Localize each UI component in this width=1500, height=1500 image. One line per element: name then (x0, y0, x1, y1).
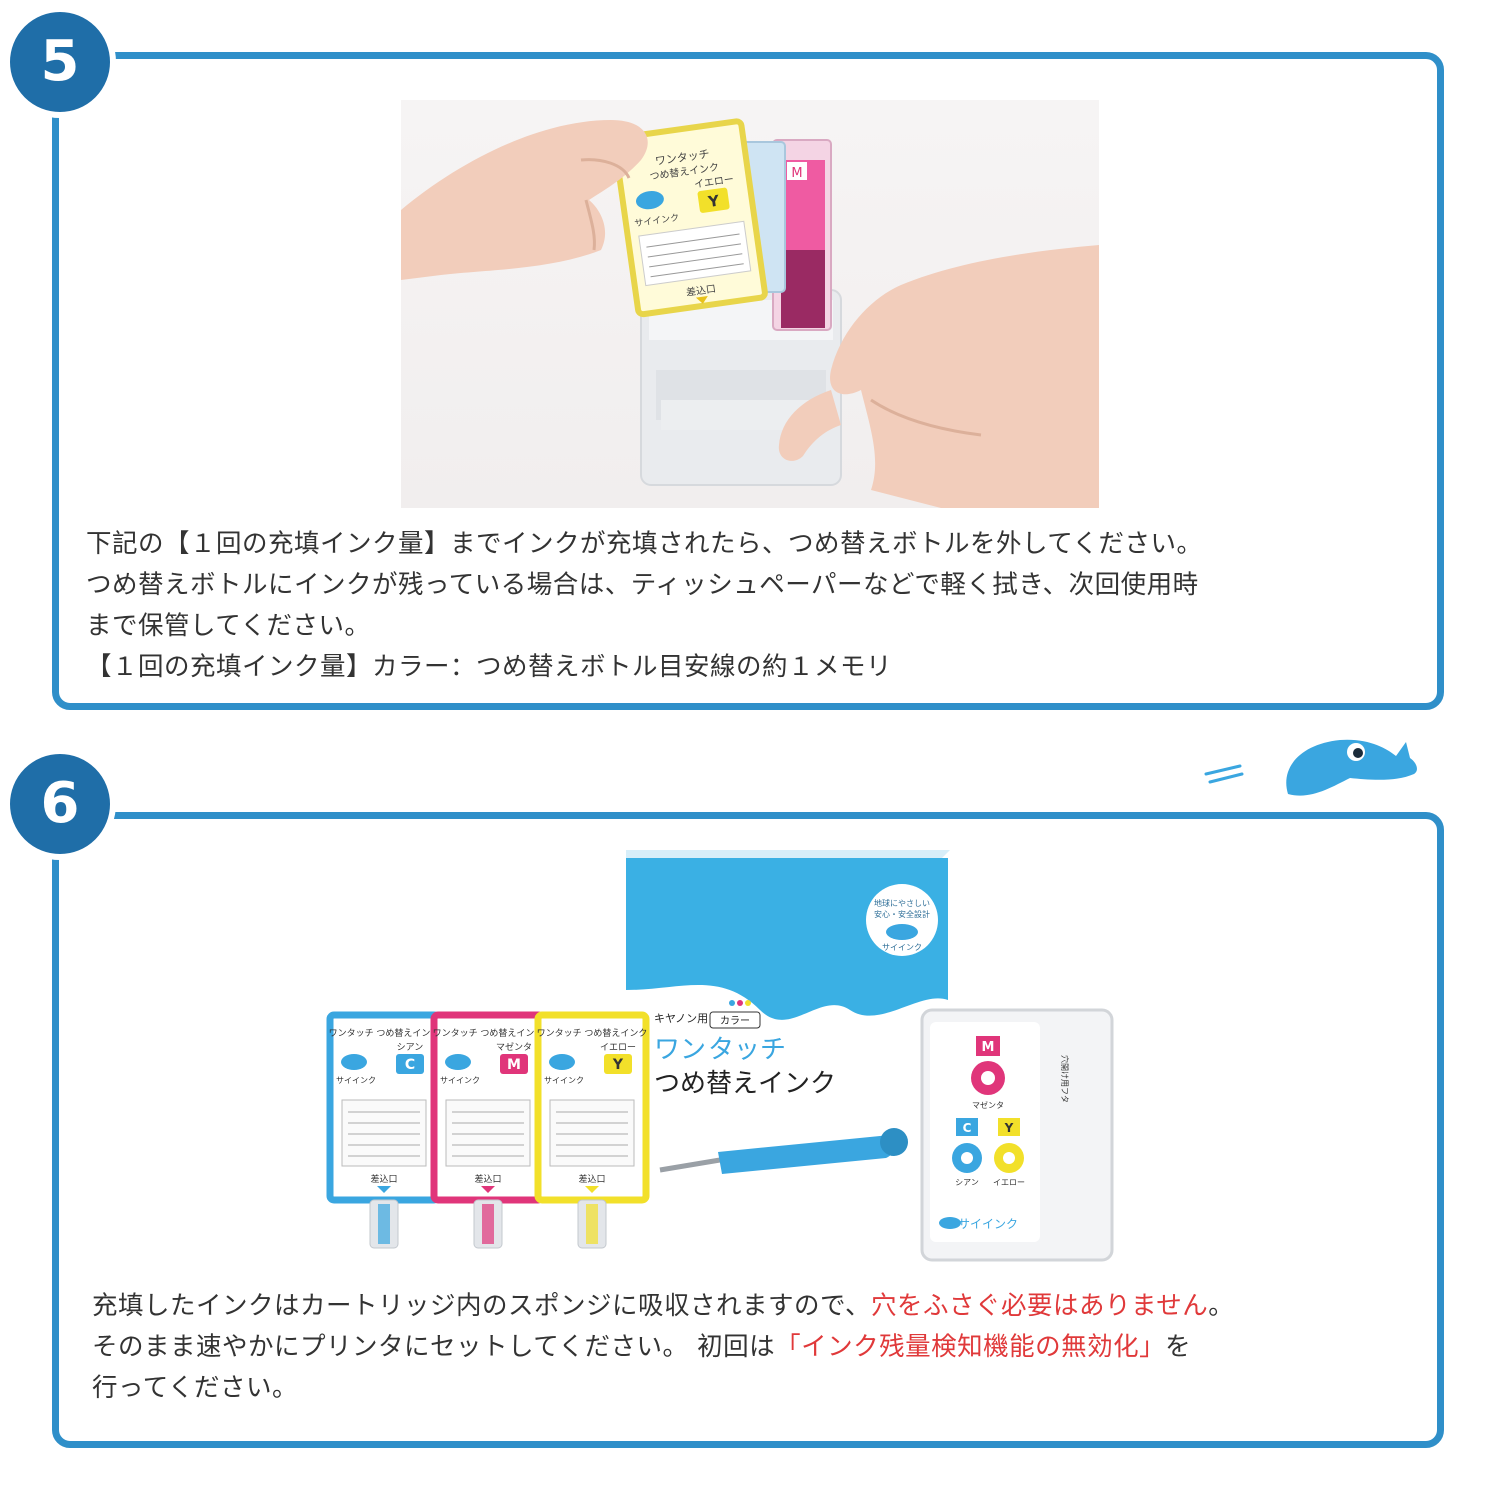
step-5-illustration: M ワンタッチ つめ替えインク イエロー Y サイインク 差込口 (401, 118, 1099, 508)
right-hand (778, 245, 1099, 508)
mascot-area (1200, 728, 1430, 800)
cartridge-color-name: マゼンタ (496, 1041, 532, 1053)
eco-brand: サイインク (882, 943, 922, 952)
cartridge-instructions (445, 1099, 531, 1167)
box-color-tag: カラー (720, 1015, 750, 1027)
cap-side-label: 穴開け用フタ (1060, 1055, 1070, 1103)
eco-line-2: 安心・安全設計 (874, 909, 930, 919)
front-cartridge: ワンタッチ つめ替えインク イエロー Y サイインク 差込口 (611, 118, 768, 318)
rhino-mascot-icon (1204, 739, 1417, 796)
box-title-b: タッチ (708, 1035, 786, 1065)
cartridge-label-top: ワンタッチ つめ替えインク (537, 1027, 648, 1039)
cap-y-name: イエロー (993, 1178, 1025, 1187)
inlet-arrow-icon (585, 1186, 599, 1193)
cartridge-letter: M (507, 1057, 521, 1073)
step-6-illustration: 地球にやさしい 安心・安全設計 サイインク キヤノン用 カラー ワン タッチ つ… (326, 850, 1114, 1262)
clear-container (640, 289, 842, 486)
step-6-photo: 地球にやさしい 安心・安全設計 サイインク キヤノン用 カラー ワン タッチ つ… (320, 840, 1120, 1280)
cartridge-rhino-icon (341, 1054, 367, 1070)
step-5-photo: M ワンタッチ つめ替えインク イエロー Y サイインク 差込口 (401, 100, 1099, 508)
cartridge-instructions (549, 1099, 635, 1167)
inlet-arrow-icon (377, 1186, 391, 1193)
cartridge-rhino-icon (549, 1054, 575, 1070)
cap-m-letter: M (982, 1040, 995, 1055)
step-6-line-1: 充填したインクはカートリッジ内のスポンジに吸収されますので、穴をふさぐ必要はあり… (92, 1286, 1234, 1327)
cap-maker: サイインク (958, 1217, 1018, 1231)
cap-m-name: マゼンタ (972, 1100, 1004, 1110)
step-5-line-1: 下記の【１回の充填インク量】までインクが充填されたら、つめ替えボトルを外してくだ… (86, 529, 1203, 559)
cartridge-color-name: シアン (397, 1043, 424, 1053)
inlet-arrow-icon (481, 1186, 495, 1193)
step-6-line-1-highlight: 穴をふさぐ必要はありません (870, 1291, 1209, 1321)
cap-c-name: シアン (955, 1178, 979, 1187)
cartridge-inlet: 差込口 (474, 1173, 501, 1185)
cap-case: M マゼンタ C Y シアン イエロー サイインク 穴開け用フタ (920, 1008, 1114, 1262)
left-hand (401, 120, 648, 280)
cartridge-inlet: 差込口 (578, 1173, 605, 1185)
cartridge-ink-tube (378, 1204, 390, 1244)
cartridge-instructions (341, 1099, 427, 1167)
step-5-badge: 5 (4, 6, 116, 118)
product-box: 地球にやさしい 安心・安全設計 サイインク キヤノン用 カラー ワン タッチ つ… (626, 850, 950, 1158)
cartridge-rhino-icon (445, 1054, 471, 1070)
front-color-name: イエロー (694, 174, 735, 190)
rhino-icon (636, 191, 664, 210)
front-inlet: 差込口 (685, 282, 717, 299)
cartridge-letter-box (500, 1054, 528, 1074)
drill-tool (659, 1128, 908, 1174)
step-6-badge: 6 (4, 748, 116, 860)
box-title-c: つめ替えインク (654, 1069, 836, 1099)
cartridge-maker: サイインク (544, 1076, 584, 1085)
cartridge-label-top: ワンタッチ つめ替えインク (433, 1027, 544, 1039)
cartridge-ink-tube (586, 1204, 598, 1244)
box-title-a: ワン (654, 1035, 706, 1065)
cartridge-inlet: 差込口 (370, 1173, 397, 1185)
cartridge-letter: C (405, 1057, 415, 1073)
step-6-line-2-plain: そのまま速やかにプリンタにセットしてください。 初回は (92, 1332, 776, 1362)
cap-y-letter: Y (1004, 1121, 1014, 1135)
cartridge-letter-box (396, 1054, 424, 1074)
step-5-line-3: まで保管してください。 (86, 611, 371, 641)
box-rhino-icon (886, 924, 918, 940)
step-5-line-2: つめ替えボトルにインクが残っている場合は、ティッシュペーパーなどで軽く拭き、次回… (86, 570, 1199, 600)
cartridge-color-name: イエロー (600, 1043, 636, 1053)
box-for-brand: キヤノン用 (654, 1012, 708, 1025)
cap-rhino-icon (939, 1217, 961, 1229)
cartridge-maker: サイインク (440, 1076, 480, 1085)
cartridge-label-top: ワンタッチ つめ替えインク (329, 1027, 440, 1039)
cartridge-letter: Y (612, 1057, 624, 1073)
step-6-line-1-plain: 充填したインクはカートリッジ内のスポンジに吸収されますので、 (92, 1291, 871, 1321)
back-cartridge: M (772, 139, 832, 331)
step-6-line-2-highlight: 「インク残量検知機能の無効化」 (775, 1332, 1166, 1362)
front-letter: Y (706, 191, 721, 211)
step-6-line-1-end: 。 (1208, 1291, 1235, 1321)
step-6-line-3: 行ってください。 (92, 1373, 298, 1403)
step-6-line-2-end: を (1165, 1332, 1192, 1362)
back-cartridge-letter: M (791, 166, 802, 181)
eco-line-1: 地球にやさしい (874, 898, 930, 908)
cap-c-letter: C (963, 1121, 972, 1135)
cartridge-maker: サイインク (336, 1076, 376, 1085)
cartridge-letter-box (604, 1054, 632, 1074)
cartridge-ink-tube (482, 1204, 494, 1244)
step-5-line-4: 【１回の充填インク量】カラー：つめ替えボトル目安線の約１メモリ (86, 652, 893, 682)
step-6-line-2: そのまま速やかにプリンタにセットしてください。 初回は「インク残量検知機能の無効… (92, 1327, 1191, 1368)
